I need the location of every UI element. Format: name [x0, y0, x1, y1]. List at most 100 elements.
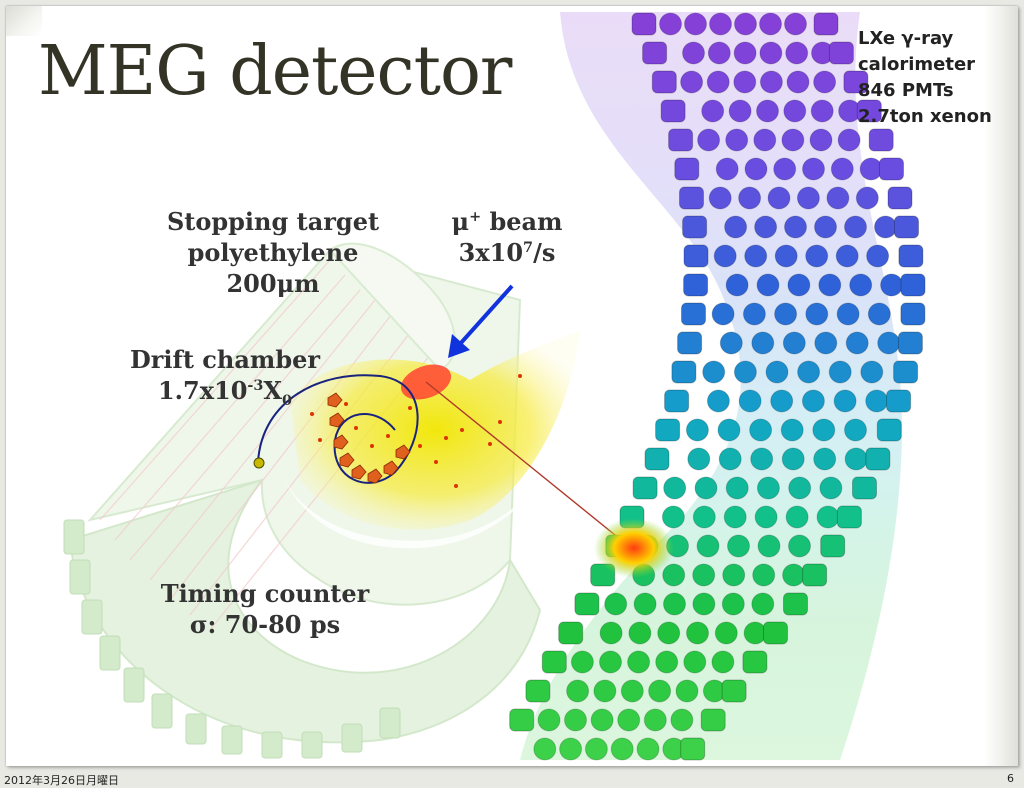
pmt — [604, 592, 628, 616]
pmt — [662, 563, 686, 587]
noise-hits — [310, 374, 522, 488]
label-drift-chamber: Drift chamber 1.7x10-3X0 — [118, 344, 332, 411]
pmt — [744, 157, 768, 181]
pmt — [711, 650, 735, 674]
pmt — [844, 447, 868, 471]
beam-line-2: 3x107/s — [458, 238, 556, 268]
pmt — [692, 505, 716, 529]
pmt — [706, 389, 730, 413]
gamma-ray-line — [425, 381, 637, 553]
pmt-edge — [574, 592, 600, 616]
pmt — [860, 360, 884, 384]
pmt-edge — [680, 737, 706, 761]
pmt — [844, 418, 867, 442]
pmt — [725, 476, 749, 500]
pmt-edge — [632, 476, 658, 500]
pmt-edge — [879, 157, 904, 181]
pmt — [686, 621, 709, 645]
pmt — [659, 12, 682, 36]
beam-line-1: μ+ beam — [451, 207, 563, 236]
pmt — [742, 302, 766, 326]
pmt — [749, 418, 773, 442]
pmt-edge — [897, 331, 923, 355]
pmt — [867, 302, 891, 326]
pmt-edge — [856, 99, 882, 123]
pmt-edge — [683, 273, 709, 297]
pmt — [685, 418, 709, 442]
pmt — [657, 621, 681, 645]
pmt — [725, 128, 749, 152]
pmt — [813, 447, 837, 471]
pmt — [738, 389, 762, 413]
drift-line-1: Drift chamber — [129, 345, 321, 374]
pmt — [675, 679, 699, 703]
pmt — [787, 273, 811, 297]
pmt-edge — [852, 476, 877, 500]
pmt — [756, 273, 780, 297]
pmt — [610, 737, 634, 761]
lxe-line-4: 2.7ton xenon — [858, 106, 992, 128]
pmt — [830, 157, 854, 181]
pmt — [711, 302, 735, 326]
pmt — [818, 273, 842, 297]
pmt — [714, 621, 738, 645]
pmt — [780, 418, 804, 442]
pmt — [670, 708, 694, 732]
pmt — [684, 12, 707, 36]
pmt-edge — [509, 708, 535, 732]
pmt — [559, 737, 583, 761]
pmt — [786, 70, 810, 94]
pmt — [680, 70, 704, 94]
pmt-edge — [671, 360, 697, 384]
pmt — [836, 302, 860, 326]
pmt — [753, 128, 777, 152]
pmt — [727, 534, 750, 558]
target-line-1: Stopping target — [166, 207, 380, 236]
lxe-line-2: calorimeter — [858, 54, 976, 76]
pmt-edge — [900, 273, 926, 297]
pmt — [533, 737, 557, 761]
pmt — [722, 563, 746, 587]
lxe-line-1: LXe γ-ray — [858, 28, 954, 49]
pmt — [782, 331, 806, 355]
pmt — [694, 476, 718, 500]
pmt-edge — [682, 215, 708, 239]
blue-arrow-icon — [448, 284, 514, 358]
pmt — [767, 186, 791, 210]
pmt — [696, 534, 720, 558]
pmt — [715, 157, 739, 181]
pmt — [782, 563, 806, 587]
pmt — [754, 215, 778, 239]
pmt — [796, 186, 820, 210]
pmt-edge — [558, 621, 584, 645]
pmt — [709, 12, 732, 36]
pmt — [816, 505, 840, 529]
pmt — [584, 737, 608, 761]
pmt-edge — [677, 331, 703, 355]
pmt — [855, 186, 879, 210]
pmt — [809, 128, 833, 152]
pmt — [751, 331, 775, 355]
pmt — [774, 302, 798, 326]
page-binding-shade — [984, 6, 1018, 766]
pmt — [599, 650, 622, 674]
pmt — [781, 128, 805, 152]
pmt — [833, 389, 857, 413]
pmt-edge — [655, 418, 681, 442]
pmt — [743, 621, 767, 645]
timing-line-1: Timing counter — [160, 579, 370, 608]
page-number: 6 — [1007, 772, 1014, 785]
pmt — [620, 679, 644, 703]
pmt — [744, 244, 768, 268]
pmt — [750, 447, 774, 471]
pmt — [738, 186, 762, 210]
pmt — [723, 505, 747, 529]
pmt — [708, 186, 732, 210]
pmt — [866, 244, 890, 268]
target-line-3: 200μm — [226, 269, 320, 299]
pmt-edge — [820, 534, 846, 558]
pmt-edge — [664, 389, 690, 413]
pmt — [797, 360, 821, 384]
pmt — [617, 708, 641, 732]
pmt-edge — [828, 41, 854, 65]
